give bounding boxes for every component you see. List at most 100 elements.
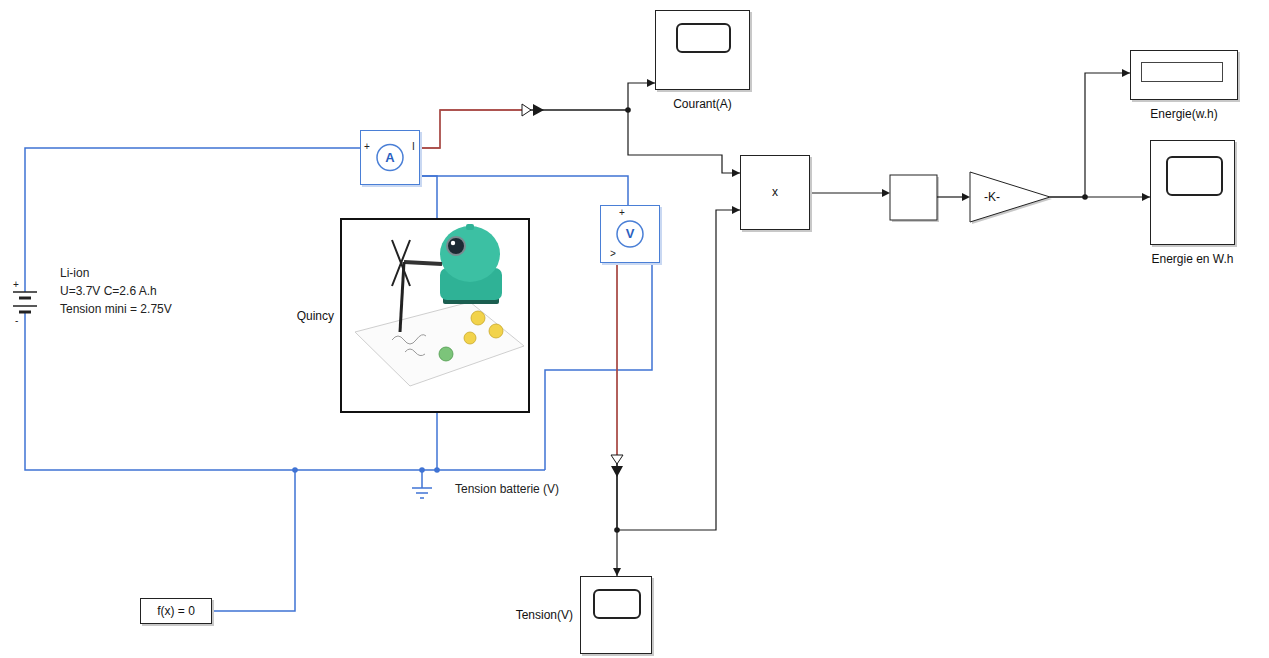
port-name: + xyxy=(619,207,625,219)
port-name: I xyxy=(412,141,415,153)
electric-wire xyxy=(420,176,628,205)
converter-symbol xyxy=(533,104,544,116)
block-label: Energie(w.h) xyxy=(1150,107,1217,121)
arrow-head xyxy=(732,169,740,177)
port-name: > xyxy=(610,248,616,260)
electric-wire xyxy=(25,148,360,292)
gain-block: -K- xyxy=(970,172,1050,222)
terminal-sign: - xyxy=(15,315,18,327)
electric-wires xyxy=(25,148,652,611)
robot-arm xyxy=(404,262,442,264)
integrator-block xyxy=(890,175,937,220)
battery-name: Li-ion xyxy=(60,266,89,280)
block-label: Energie en W.h xyxy=(1151,252,1233,266)
display-block: Energie(w.h) xyxy=(1130,50,1238,100)
voltmeter-block: V xyxy=(600,205,660,263)
robot-head xyxy=(440,226,500,282)
block-text: A xyxy=(385,150,394,166)
electric-wire xyxy=(420,176,437,218)
physical-signal-line xyxy=(420,110,522,148)
arrow-head xyxy=(732,206,740,214)
terminal-sign: + xyxy=(13,279,19,291)
block-label: Tension(V) xyxy=(516,608,573,622)
scope-block: Tension(V) xyxy=(580,576,652,654)
arrow-head xyxy=(1142,193,1150,201)
pen-holder xyxy=(392,240,410,286)
battery-plate xyxy=(13,305,37,307)
battery-symbol xyxy=(13,292,37,312)
ground-line xyxy=(420,497,424,499)
gain-outline xyxy=(970,172,1050,222)
scope-screen xyxy=(593,589,641,619)
sticker xyxy=(439,347,453,361)
display-window xyxy=(1141,62,1223,82)
block-label: Quincy xyxy=(297,308,334,322)
signal-line xyxy=(522,83,655,110)
physical-signal-line xyxy=(616,263,617,455)
signal-line xyxy=(522,110,740,173)
converter-symbol xyxy=(611,466,623,477)
scope-block: Energie en W.h xyxy=(1150,140,1235,245)
robot-eye xyxy=(447,237,465,255)
electric-wire xyxy=(545,263,652,470)
arrow-head xyxy=(613,568,621,576)
signal-line xyxy=(420,110,740,177)
ground-line xyxy=(416,492,428,494)
scope-screen xyxy=(1166,156,1223,196)
ground-symbol xyxy=(412,488,432,498)
electric-wire xyxy=(436,413,438,470)
junction-dot xyxy=(292,467,298,473)
sticker xyxy=(471,311,485,325)
pen xyxy=(400,262,404,332)
electric-wire xyxy=(420,176,437,218)
sticker xyxy=(489,324,503,338)
product-block: x xyxy=(740,155,810,230)
meter-circle xyxy=(617,221,643,247)
junction-dot xyxy=(434,467,440,473)
signal-line xyxy=(1050,69,1130,197)
signal-line xyxy=(1050,193,1150,201)
ammeter-block: A xyxy=(360,130,420,185)
converter-symbol xyxy=(522,104,531,116)
branch-dot xyxy=(614,527,620,533)
eye-highlight xyxy=(451,241,455,245)
function-block: f(x) = 0 xyxy=(140,598,212,624)
signal-line xyxy=(937,196,964,197)
pen-scribble xyxy=(392,335,426,356)
robot-illustration xyxy=(342,220,528,411)
scope-block: Courant(A) xyxy=(655,10,750,90)
sticker xyxy=(464,332,476,344)
branch-dot xyxy=(1082,194,1088,200)
block-text: V xyxy=(626,226,635,242)
port-name: + xyxy=(364,141,370,153)
branch-dot xyxy=(625,107,631,113)
signal-line xyxy=(420,79,655,148)
arrow-head xyxy=(882,189,890,197)
signal-line xyxy=(1050,73,1130,197)
scope-screen xyxy=(676,23,731,53)
signal-line xyxy=(810,192,884,193)
arrow-head xyxy=(1122,69,1130,77)
battery-rating: U=3.7V C=2.6 A.h xyxy=(60,284,157,298)
meter-circle xyxy=(377,145,403,171)
block-text: -K- xyxy=(984,190,1000,204)
ground-line xyxy=(412,487,432,489)
junction-dots xyxy=(292,467,440,473)
signal-line xyxy=(1050,196,1150,197)
block-text: f(x) = 0 xyxy=(157,604,195,618)
robot-antenna xyxy=(466,224,474,230)
signal-line xyxy=(613,263,621,576)
electric-wire xyxy=(420,176,628,205)
battery-plate xyxy=(13,291,37,293)
battery-plate xyxy=(19,297,31,300)
image-box: Quincy xyxy=(340,218,530,413)
arrow-head xyxy=(962,193,970,201)
arrow-head xyxy=(647,79,655,87)
battery-plate xyxy=(19,311,31,314)
image-ground xyxy=(342,220,528,411)
gain-triangle xyxy=(970,172,1050,222)
